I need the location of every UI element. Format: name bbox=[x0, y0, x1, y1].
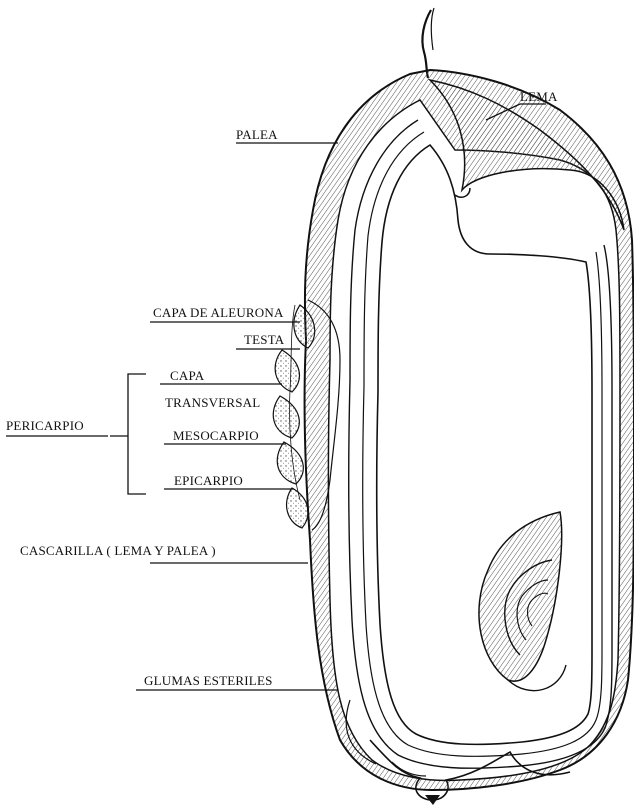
label-cascarilla: CASCARILLA ( LEMA Y PALEA ) bbox=[20, 544, 216, 557]
label-lema: LEMA bbox=[520, 90, 558, 103]
label-capa-aleurona: CAPA DE ALEURONA bbox=[153, 306, 284, 319]
pericarpio-bracket bbox=[128, 374, 146, 494]
label-testa: TESTA bbox=[244, 333, 284, 346]
label-mesocarpio: MESOCARPIO bbox=[173, 429, 259, 442]
label-glumas: GLUMAS ESTERILES bbox=[144, 674, 273, 687]
label-epicarpio: EPICARPIO bbox=[174, 474, 243, 487]
label-capa: CAPA bbox=[170, 369, 204, 382]
label-pericarpio: PERICARPIO bbox=[6, 419, 84, 432]
awn bbox=[422, 10, 431, 78]
label-transversal: TRANSVERSAL bbox=[165, 396, 260, 409]
label-palea: PALEA bbox=[236, 128, 278, 141]
